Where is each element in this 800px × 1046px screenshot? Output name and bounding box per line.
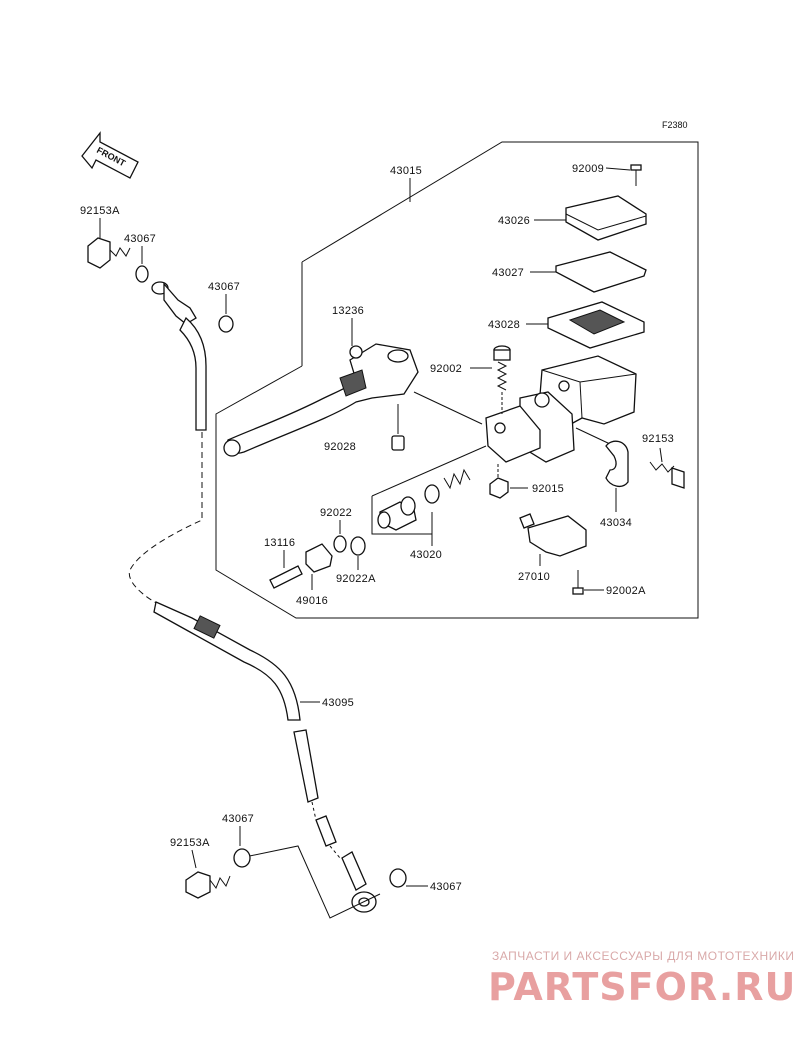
label-43020: 43020	[410, 549, 442, 561]
washer-43067-c	[233, 848, 251, 868]
label-43067-c: 43067	[222, 813, 254, 825]
washer-92022	[333, 535, 347, 553]
label-13236: 13236	[332, 305, 364, 317]
clamp-43034	[605, 440, 629, 488]
watermark-logo: PARTSFOR.RU	[488, 965, 796, 1009]
label-13116: 13116	[264, 537, 295, 549]
switch-27010	[519, 513, 587, 557]
screw-92009	[630, 164, 642, 186]
front-arrow-icon: FRONT	[81, 131, 139, 179]
pushrod-13116	[269, 565, 303, 589]
label-43027: 43027	[492, 267, 524, 279]
banjo-bolt-92153A-bottom	[185, 871, 231, 899]
boot-49016	[305, 543, 333, 573]
figure-code: F2380	[662, 120, 688, 130]
label-92153: 92153	[642, 433, 674, 445]
watermark-tagline: ЗАПЧАСТИ И АКСЕССУАРЫ ДЛЯ МОТОТЕХНИКИ	[492, 949, 794, 963]
washer-43067-b	[218, 315, 234, 333]
label-92022A: 92022A	[336, 573, 376, 585]
seal-92022A	[350, 536, 366, 556]
reservoir-cover-43026	[565, 195, 647, 241]
label-27010: 27010	[518, 571, 550, 583]
label-92022: 92022	[320, 507, 352, 519]
label-92009: 92009	[572, 163, 604, 175]
banjo-fitting-top	[151, 281, 197, 325]
pin-92028	[391, 435, 405, 451]
label-92153A-bottom: 92153A	[170, 837, 210, 849]
label-43026: 43026	[498, 215, 530, 227]
label-92153A-top: 92153A	[80, 205, 120, 217]
piston-kit-43020	[377, 468, 471, 531]
washer-43067-d	[389, 868, 407, 888]
washer-43067-a	[135, 265, 149, 283]
label-43067-b: 43067	[208, 281, 240, 293]
label-92015: 92015	[532, 483, 564, 495]
label-43028: 43028	[488, 319, 520, 331]
label-43067-d: 43067	[430, 881, 462, 893]
clutch-lever-13236	[223, 343, 419, 457]
label-92002: 92002	[430, 363, 462, 375]
nut-92015	[489, 477, 509, 499]
screw-92002A	[572, 570, 584, 595]
label-43095: 43095	[322, 697, 354, 709]
master-cylinder-body	[485, 355, 637, 463]
bolt-92002	[493, 345, 511, 414]
clutch-hose-43095	[128, 316, 367, 891]
label-92028: 92028	[324, 441, 356, 453]
label-43067-a: 43067	[124, 233, 156, 245]
diaphragm-plate-43027	[555, 251, 647, 293]
label-49016: 49016	[296, 595, 328, 607]
label-43015: 43015	[390, 165, 422, 177]
assembly-box-outline	[215, 141, 699, 619]
bolt-92153	[649, 461, 685, 489]
label-43034: 43034	[600, 517, 632, 529]
banjo-bolt-92153A-top	[87, 237, 131, 269]
label-92002A: 92002A	[606, 585, 646, 597]
